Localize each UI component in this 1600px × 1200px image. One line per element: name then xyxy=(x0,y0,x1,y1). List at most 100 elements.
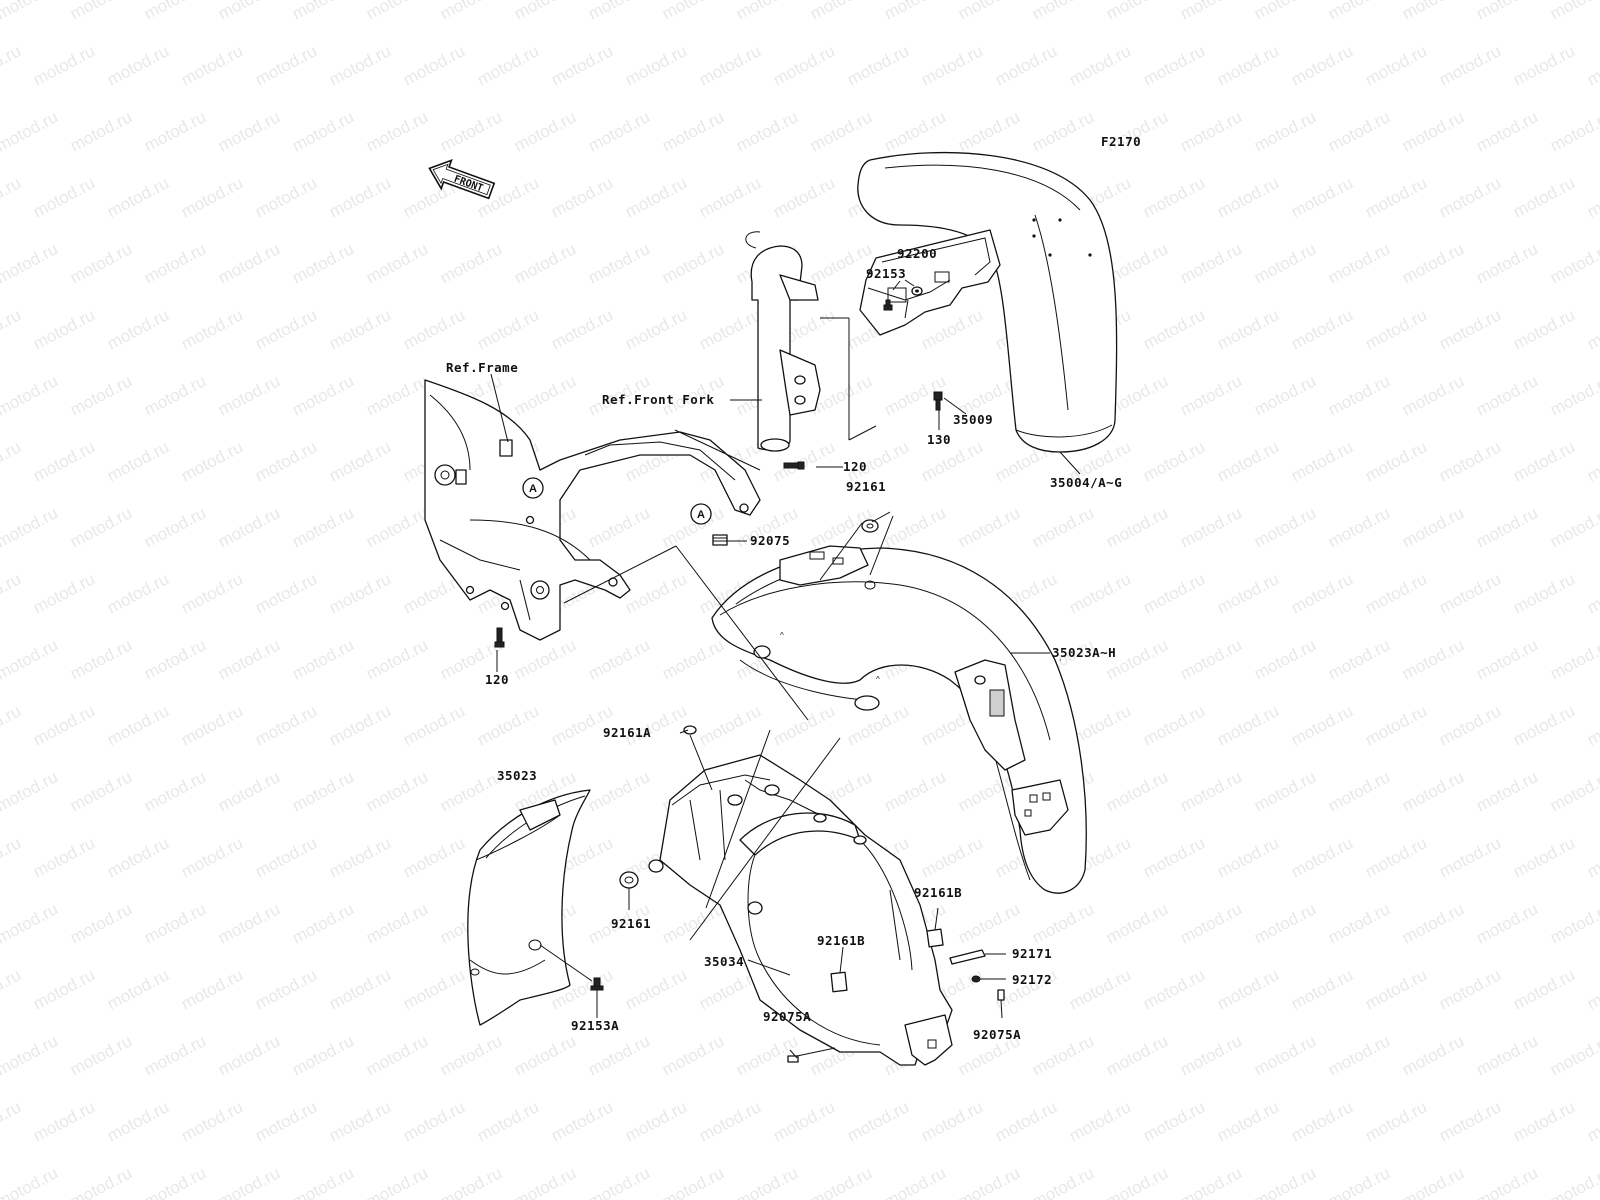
watermark-text: motod.ru xyxy=(252,701,320,749)
label-35009: 35009 xyxy=(953,412,993,427)
watermark-text: motod.ru xyxy=(326,569,394,617)
watermark-text: motod.ru xyxy=(1029,1031,1097,1079)
watermark-text: motod.ru xyxy=(1103,1031,1171,1079)
watermark-text: motod.ru xyxy=(289,107,357,155)
watermark-text: motod.ru xyxy=(1362,305,1430,353)
watermark-text: motod.ru xyxy=(289,239,357,287)
bolt-130 xyxy=(933,391,943,411)
watermark-text: motod.ru xyxy=(1510,173,1578,221)
watermark-text: motod.ru xyxy=(955,1163,1023,1200)
watermark-text: motod.ru xyxy=(1177,767,1245,815)
watermark-text: motod.ru xyxy=(1510,41,1578,89)
watermark-text: motod.ru xyxy=(437,239,505,287)
watermark-text: motod.ru xyxy=(585,503,653,551)
watermark-text: motod.ru xyxy=(1288,173,1356,221)
watermark-text: motod.ru xyxy=(252,1097,320,1145)
watermark-text: motod.ru xyxy=(1547,899,1600,947)
watermark-text: motod.ru xyxy=(1103,503,1171,551)
watermark-text: motod.ru xyxy=(1473,767,1541,815)
watermark-text: motod.ru xyxy=(400,305,468,353)
watermark-text: motod.ru xyxy=(215,107,283,155)
watermark-text: motod.ru xyxy=(141,239,209,287)
watermark-text: motod.ru xyxy=(104,965,172,1013)
watermark-text: motod.ru xyxy=(215,767,283,815)
watermark-text: motod.ru xyxy=(1325,1163,1393,1200)
watermark-text: motod.ru xyxy=(104,701,172,749)
watermark-text: motod.ru xyxy=(178,1097,246,1145)
watermark-text: motod.ru xyxy=(1510,701,1578,749)
watermark-text: motod.ru xyxy=(659,1163,727,1200)
watermark-text: motod.ru xyxy=(992,1097,1060,1145)
watermark-text: motod.ru xyxy=(67,899,135,947)
watermark-text: motod.ru xyxy=(881,107,949,155)
watermark-text: motod.ru xyxy=(733,107,801,155)
ref-front-fork-label: Ref.Front Fork xyxy=(602,392,714,407)
label-92075a-left: 92075A xyxy=(763,1009,811,1024)
fender-bracket-35009 xyxy=(859,229,1001,336)
watermark-text: motod.ru xyxy=(252,437,320,485)
watermark-text: motod.ru xyxy=(696,305,764,353)
watermark-text: motod.ru xyxy=(141,0,209,24)
watermark-text: motod.ru xyxy=(0,1031,61,1079)
watermark-text: motod.ru xyxy=(1251,1031,1319,1079)
watermark-text: motod.ru xyxy=(1325,239,1393,287)
label-35023: 35023 xyxy=(497,768,537,783)
watermark-text: motod.ru xyxy=(0,173,24,221)
watermark-text: motod.ru xyxy=(1325,767,1393,815)
watermark-text: motod.ru xyxy=(696,41,764,89)
watermark-text: motod.ru xyxy=(1473,1163,1541,1200)
watermark-text: motod.ru xyxy=(474,305,542,353)
watermark-text: motod.ru xyxy=(770,41,838,89)
watermark-text: motod.ru xyxy=(1547,767,1600,815)
watermark-text: motod.ru xyxy=(659,635,727,683)
watermark-text: motod.ru xyxy=(141,767,209,815)
watermark-text: motod.ru xyxy=(1325,371,1393,419)
watermark-text: motod.ru xyxy=(1066,569,1134,617)
watermark-text: motod.ru xyxy=(1473,239,1541,287)
watermark-text: motod.ru xyxy=(1547,635,1600,683)
rear-fender-inner-35023 xyxy=(467,789,591,1026)
watermark-text: motod.ru xyxy=(807,107,875,155)
watermark-text: motod.ru xyxy=(30,173,98,221)
watermark-text: motod.ru xyxy=(881,503,949,551)
watermark-text: motod.ru xyxy=(733,0,801,24)
watermark-text: motod.ru xyxy=(363,767,431,815)
part-labels: Ref.Frame Ref.Front Fork 92200 92153 350… xyxy=(446,246,1122,1042)
watermark-text: motod.ru xyxy=(141,1163,209,1200)
watermark-text: motod.ru xyxy=(1177,0,1245,24)
label-35004-a-g: 35004/A~G xyxy=(1050,475,1122,490)
watermark-text: motod.ru xyxy=(104,1097,172,1145)
watermark-text: motod.ru xyxy=(511,371,579,419)
watermark-text: motod.ru xyxy=(67,1163,135,1200)
watermark-text: motod.ru xyxy=(1029,503,1097,551)
watermark-text: motod.ru xyxy=(511,239,579,287)
watermark-text: motod.ru xyxy=(289,0,357,24)
watermark-text: motod.ru xyxy=(1473,503,1541,551)
watermark-text: motod.ru xyxy=(0,239,61,287)
watermark-text: motod.ru xyxy=(1251,239,1319,287)
watermark-text: motod.ru xyxy=(1251,107,1319,155)
watermark-text: motod.ru xyxy=(0,107,61,155)
watermark-text: motod.ru xyxy=(1029,1163,1097,1200)
watermark-text: motod.ru xyxy=(141,503,209,551)
watermark-text: motod.ru xyxy=(67,767,135,815)
watermark-text: motod.ru xyxy=(1103,1163,1171,1200)
watermark-text: motod.ru xyxy=(437,1031,505,1079)
watermark-text: motod.ru xyxy=(30,701,98,749)
watermark-text: motod.ru xyxy=(1584,305,1600,353)
watermark-text: motod.ru xyxy=(363,1163,431,1200)
watermark-text: motod.ru xyxy=(178,701,246,749)
watermark-text: motod.ru xyxy=(363,371,431,419)
watermark-text: motod.ru xyxy=(992,41,1060,89)
label-92075: 92075 xyxy=(750,533,790,548)
watermark-text: motod.ru xyxy=(585,635,653,683)
watermark-text: motod.ru xyxy=(30,305,98,353)
watermark-text: motod.ru xyxy=(548,1097,616,1145)
bolt-92153 xyxy=(883,299,893,311)
watermark-text: motod.ru xyxy=(511,0,579,24)
bolt-92172 xyxy=(971,975,981,983)
watermark-text: motod.ru xyxy=(1362,701,1430,749)
watermark-text: motod.ru xyxy=(1325,635,1393,683)
watermark-text: motod.ru xyxy=(1584,701,1600,749)
